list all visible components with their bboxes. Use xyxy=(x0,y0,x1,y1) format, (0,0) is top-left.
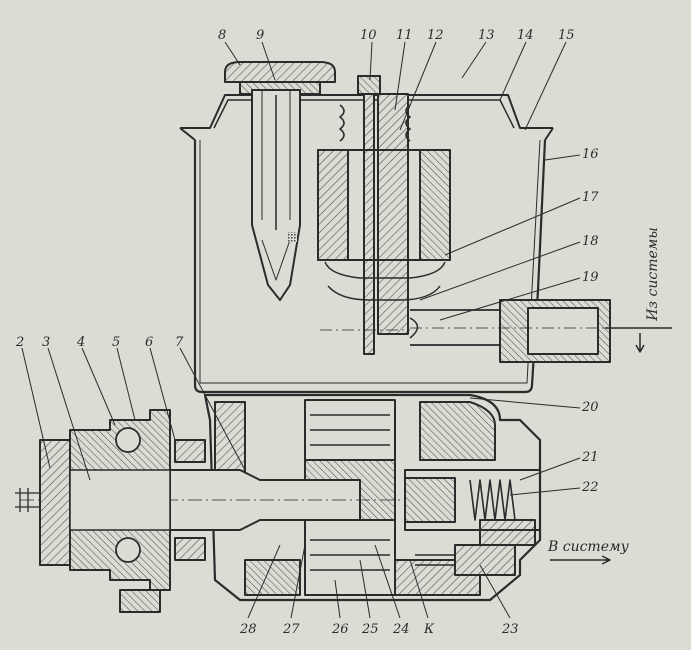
callout-16: 16 xyxy=(582,147,599,162)
callout-21: 21 xyxy=(582,450,599,465)
callout-19: 19 xyxy=(582,270,599,285)
outlet-caption: В систему xyxy=(548,539,629,555)
relief-valve-spring xyxy=(469,479,516,521)
outlet-arrow xyxy=(550,555,611,565)
callout-22: 22 xyxy=(582,480,599,495)
mounting-foot xyxy=(119,589,161,613)
callout-28: 28 xyxy=(240,622,257,637)
bypass-valve xyxy=(454,544,516,576)
callout-12: 12 xyxy=(427,28,444,43)
callout-2: 2 xyxy=(16,335,25,350)
callout-27: 27 xyxy=(283,622,300,637)
leader-lines xyxy=(21,41,581,619)
shaft-seal xyxy=(174,439,206,463)
callout-24: 24 xyxy=(393,622,410,637)
rotor-vanes xyxy=(310,414,390,571)
callout-13: 13 xyxy=(478,28,495,43)
callout-8: 8 xyxy=(218,28,227,43)
callout-20: 20 xyxy=(582,400,599,415)
callout-11: 11 xyxy=(396,28,413,43)
callout-5: 5 xyxy=(112,335,121,350)
callout-15: 15 xyxy=(558,28,575,43)
callout-3: 3 xyxy=(42,335,51,350)
callout-26: 26 xyxy=(332,622,349,637)
callout-17: 17 xyxy=(582,190,599,205)
callout-9: 9 xyxy=(256,28,265,43)
callout-4: 4 xyxy=(77,335,86,350)
bearing-ball-top xyxy=(115,427,141,453)
callout-14: 14 xyxy=(517,28,534,43)
bearing-ball-bottom xyxy=(115,537,141,563)
shaft-nut xyxy=(39,439,71,566)
callout-23: 23 xyxy=(502,622,519,637)
callout-6: 6 xyxy=(145,335,154,350)
filler-cap xyxy=(224,61,336,83)
callout-k: К xyxy=(424,622,435,637)
pump-body xyxy=(203,393,542,602)
callout-10: 10 xyxy=(360,28,377,43)
inlet-caption: Из системы xyxy=(644,227,661,321)
center-stud-nut xyxy=(357,75,381,95)
callout-18: 18 xyxy=(582,234,599,249)
relief-spring xyxy=(339,104,411,142)
callout-25: 25 xyxy=(362,622,379,637)
reservoir-tank xyxy=(193,139,547,394)
callout-7: 7 xyxy=(175,335,184,350)
inlet-arrow xyxy=(635,333,645,353)
